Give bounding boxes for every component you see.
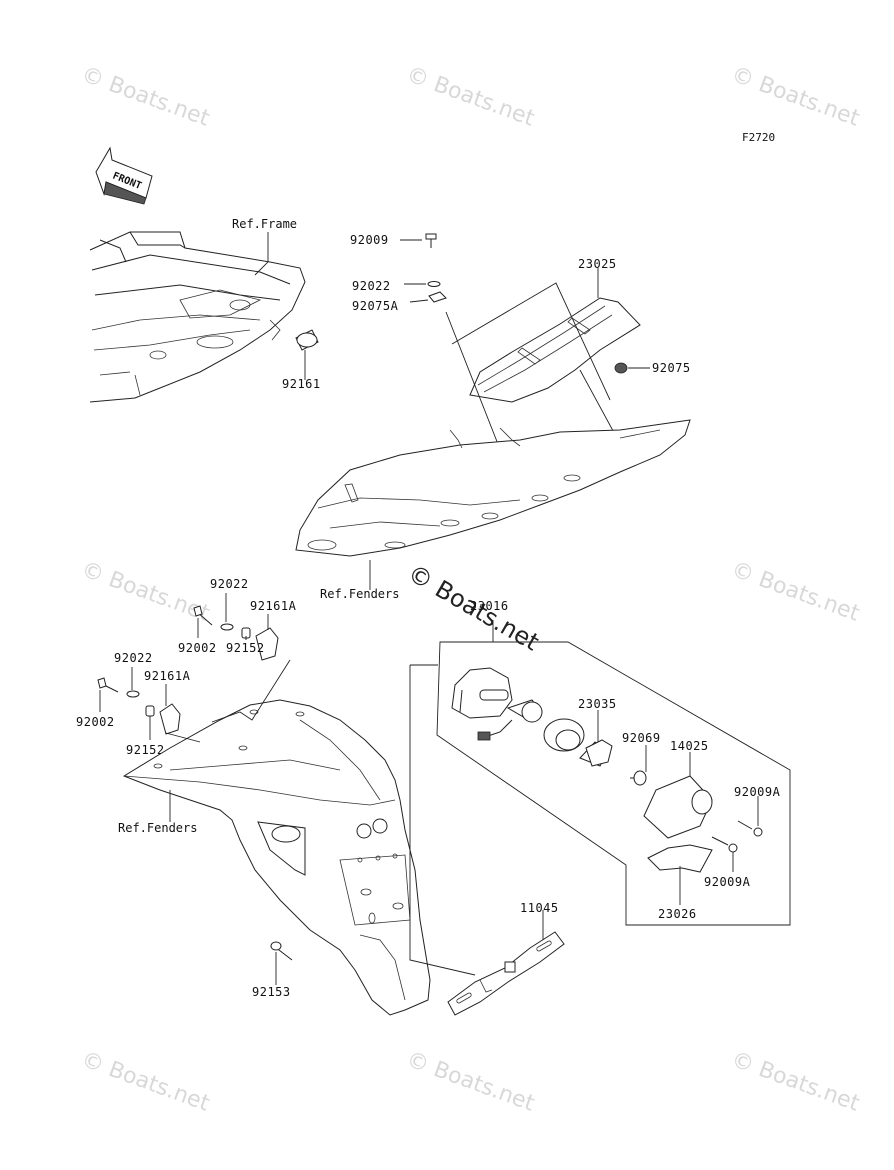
part-label-92022-a: 92022 [210,577,249,591]
ref-fenders-lower-label: Ref.Fenders [118,821,197,835]
ref-fenders-upper-label: Ref.Fenders [320,587,399,601]
part-label-92009-top: 92009 [350,233,389,247]
part-label-92161: 92161 [282,377,321,391]
part-label-92002-a: 92002 [178,641,217,655]
license-bracket-11045 [447,931,565,1016]
part-label-23016: 23016 [470,599,509,613]
left-fasteners-lower [97,677,181,735]
watermark-top-center: © Boats.net [403,62,538,132]
part-label-92161A-a: 92161A [250,599,297,613]
part-label-92009A-a: 92009A [734,785,781,799]
watermark-bottom-center: © Boats.net [403,1047,538,1117]
watermark-top-right: © Boats.net [728,62,863,132]
watermark-bottom-left: © Boats.net [78,1047,213,1117]
figure-code: F2720 [742,131,775,144]
part-label-92075A: 92075A [352,299,399,313]
watermark-top-left: © Boats.net [78,62,213,132]
part-label-92153: 92153 [252,985,291,999]
watermark-bottom-right: © Boats.net [728,1047,863,1117]
assembly-bracket [436,641,791,926]
part-label-92069: 92069 [622,731,661,745]
part-label-92002-b: 92002 [76,715,115,729]
license-light-parts [451,667,763,873]
part-label-92009A-b: 92009A [704,875,751,889]
part-label-92161A-b: 92161A [144,669,191,683]
rear-cowl-drawing [295,419,691,557]
rear-fender-lower-drawing [122,699,431,1016]
front-arrow-icon: FRONT [95,146,153,205]
part-label-92152-b: 92152 [126,743,165,757]
part-label-92075: 92075 [652,361,691,375]
watermark-mid-left: © Boats.net [78,557,213,627]
ref-frame-label: Ref.Frame [232,217,297,231]
part-label-92152-a: 92152 [226,641,265,655]
part-label-23035: 23035 [578,697,617,711]
part-label-14025: 14025 [670,739,709,753]
part-label-92022-top: 92022 [352,279,391,293]
taillight-upper-23025 [469,297,641,403]
rear-frame-drawing [89,231,319,403]
upper-fasteners [425,233,447,303]
frame-leader [254,232,269,276]
part-label-23026: 23026 [658,907,697,921]
watermark-mid-right: © Boats.net [728,557,863,627]
part-label-92022-b: 92022 [114,651,153,665]
part-label-23025: 23025 [578,257,617,271]
part-label-11045: 11045 [520,901,559,915]
